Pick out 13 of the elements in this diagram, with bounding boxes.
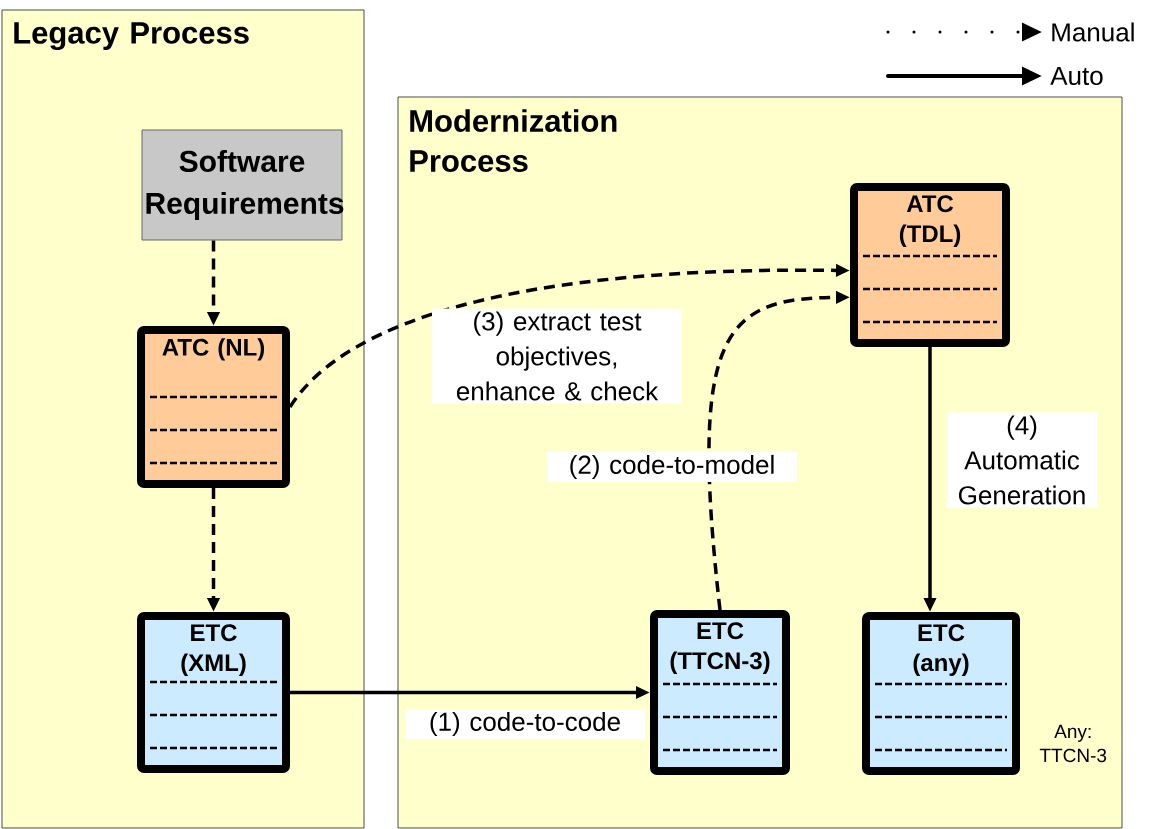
document-box: ETC (TTCN-3) — [650, 610, 790, 775]
edge-label: (3) extract test objectives, enhance & check — [432, 308, 682, 404]
edge-label: (4) Automatic Generation — [947, 412, 1097, 508]
document-box: ETC (XML) — [137, 612, 290, 773]
note-text: Any: TTCN-3 — [1039, 724, 1107, 763]
legend-label: Auto — [1050, 66, 1103, 86]
document-box: ATC (TDL) — [850, 183, 1010, 347]
legend-label: Manual — [1052, 22, 1134, 42]
edge-label: (2) code-to-model — [547, 451, 797, 483]
edge-label: (1) code-to-code — [405, 708, 645, 740]
document-box: ETC (any) — [862, 612, 1020, 775]
document-box: ATC (NL) — [137, 326, 290, 488]
requirements-box: Software Requirements — [141, 129, 344, 241]
